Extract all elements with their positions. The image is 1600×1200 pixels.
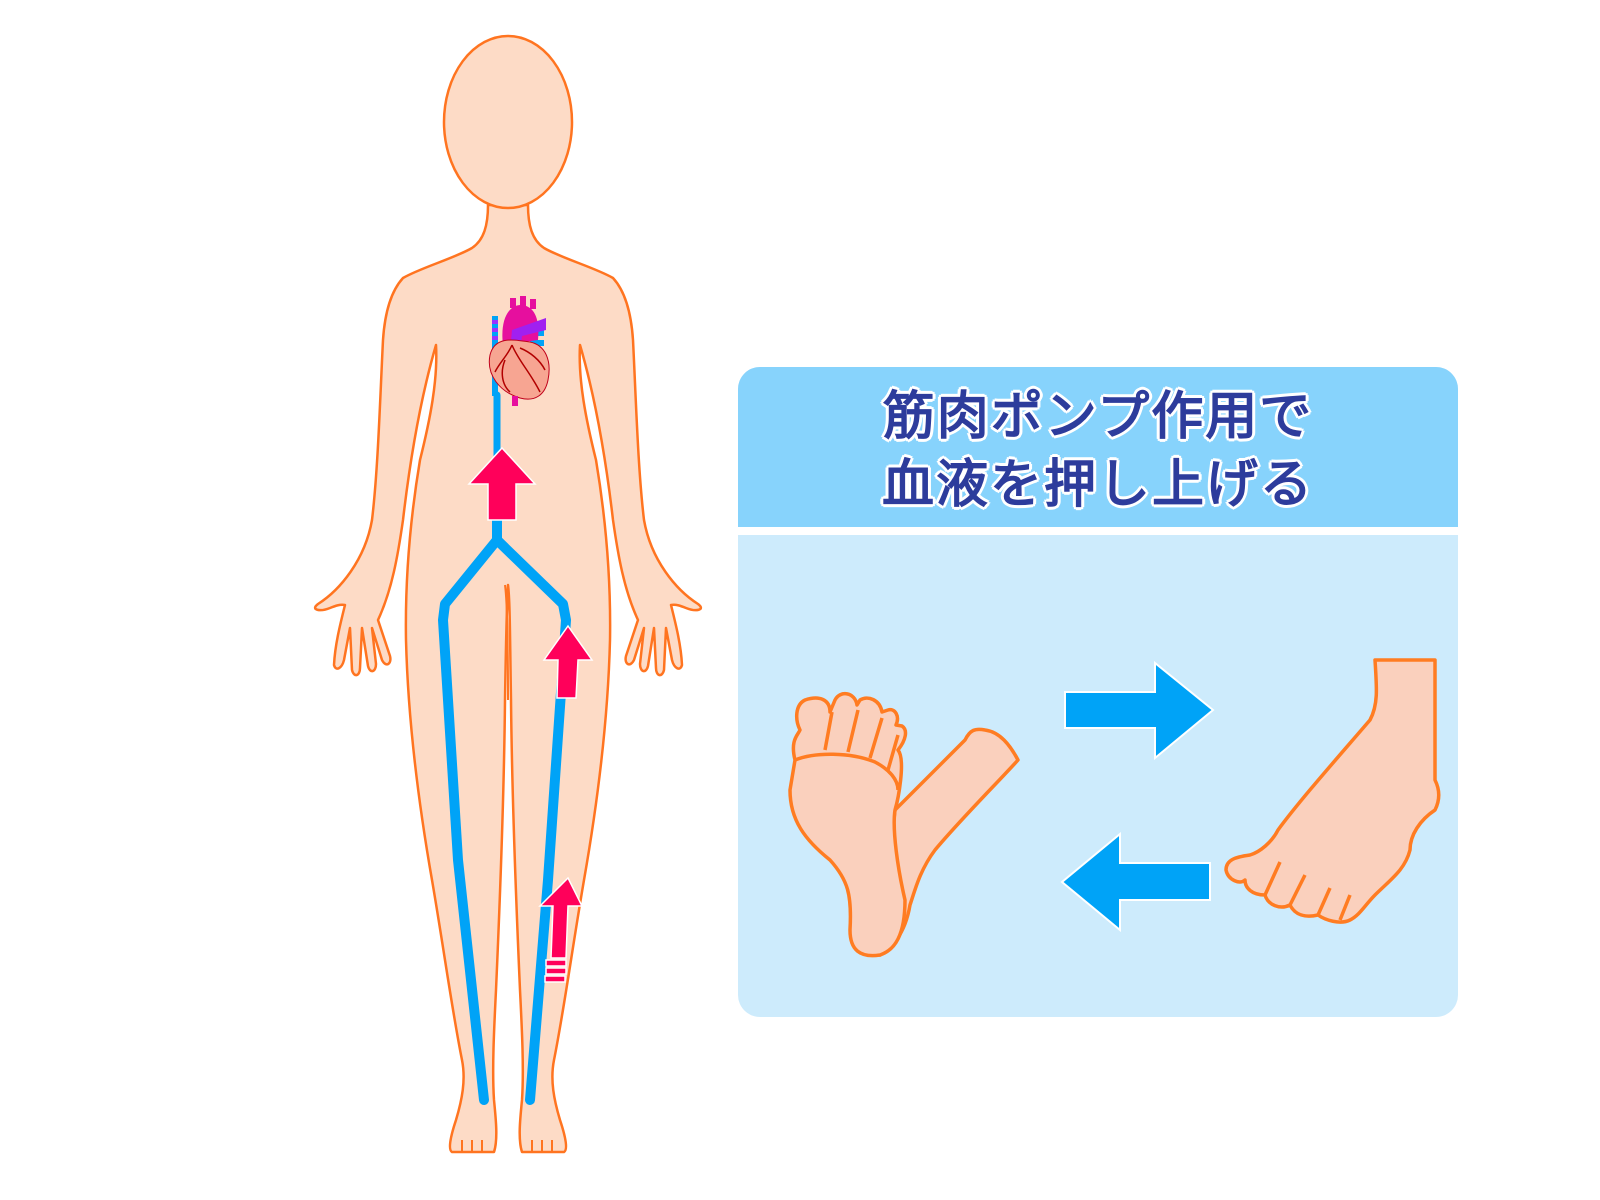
title-line-1: 筋肉ポンプ作用で [882, 387, 1314, 447]
heart-icon [488, 296, 550, 406]
body-silhouette [313, 34, 703, 1154]
cycle-arrows [1060, 660, 1215, 933]
title-line-2: 血液を押し上げる [881, 455, 1314, 515]
panel-header [738, 367, 1458, 527]
foot-pointed [1224, 658, 1441, 924]
leg-divider [504, 584, 509, 701]
flow-arrows [467, 446, 594, 983]
flow-arrow-torso [467, 446, 537, 521]
vein-network [438, 391, 571, 1105]
panel-divider [738, 527, 1458, 535]
toe-lines [461, 1140, 553, 1152]
arrow-right [1064, 660, 1215, 761]
panel-title: 筋肉ポンプ作用で 血液を押し上げる [738, 383, 1458, 519]
flow-arrow-calf [538, 876, 584, 959]
arrow-left [1060, 831, 1211, 933]
foot-flexed [788, 692, 1020, 958]
flow-arrow-thigh [542, 624, 594, 699]
